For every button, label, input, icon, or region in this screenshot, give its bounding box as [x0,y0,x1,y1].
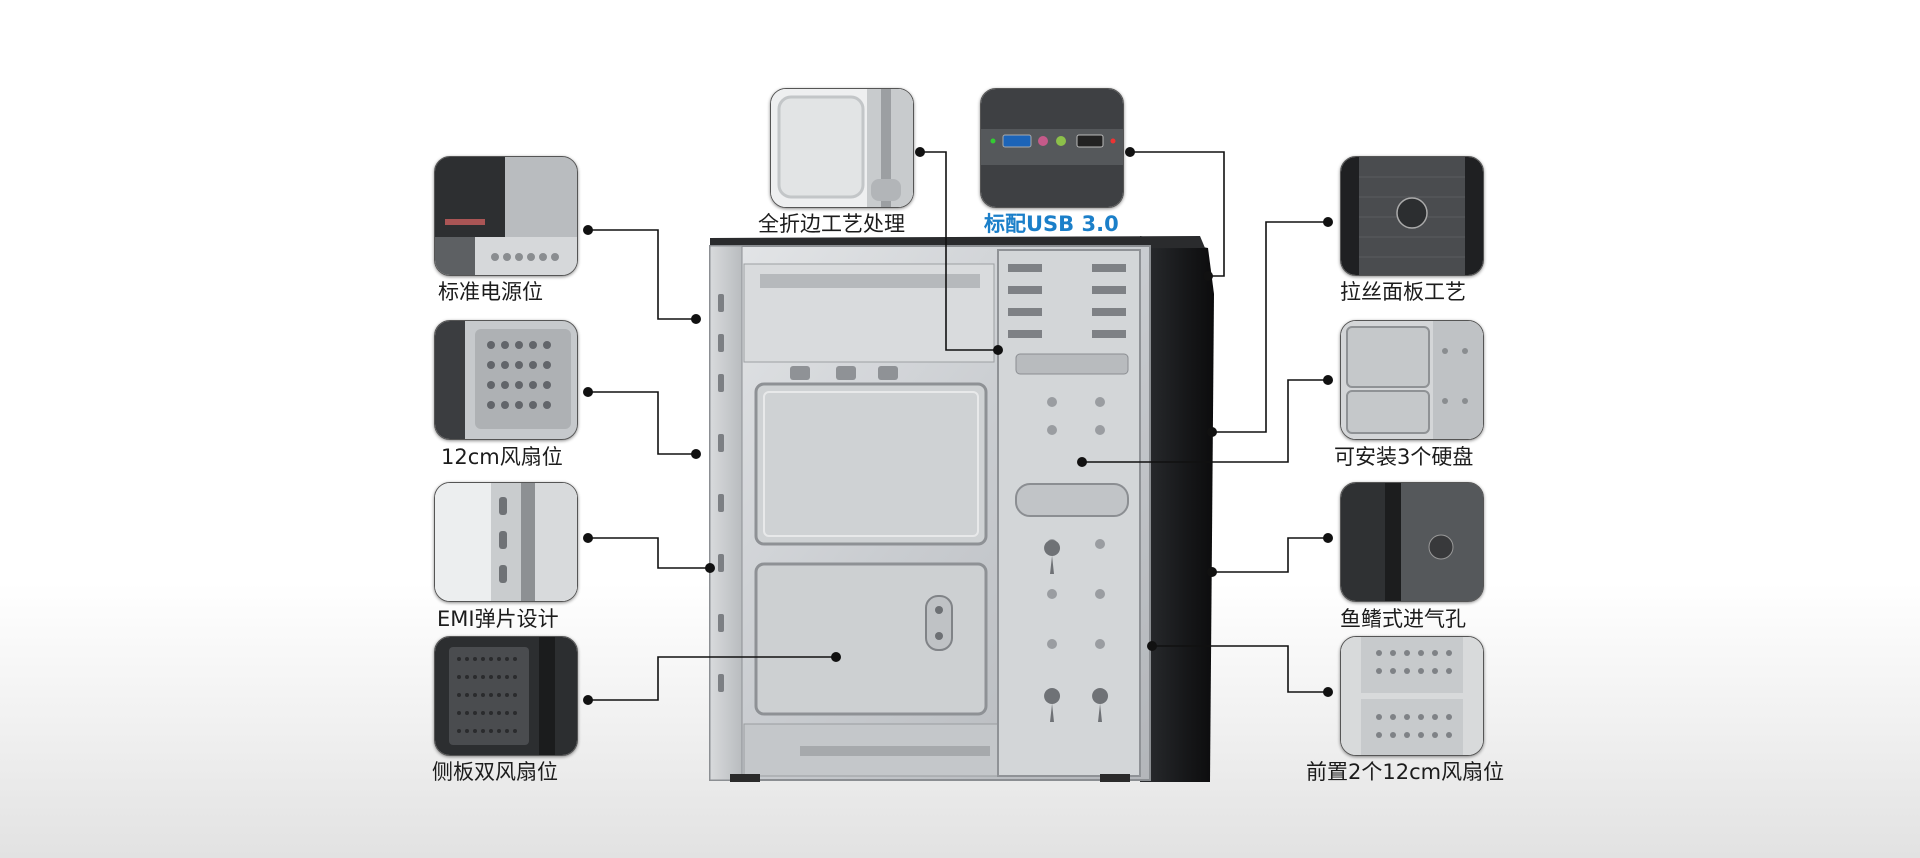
caption-full-fold-edge: 全折边工艺处理 [758,212,905,236]
leader-fan12 [588,391,696,455]
caption-front-dual-fan: 前置2个12cm风扇位 [1306,760,1505,784]
leader-psu [588,229,696,320]
front-dual-fan-photo [1340,636,1484,756]
leader-emi [588,537,710,569]
leader-louver [1212,537,1328,573]
caption-usb3: 标配USB 3.0 [984,212,1119,236]
full-fold-edge-photo [770,88,914,208]
computer-case-image [700,234,1215,782]
side-dual-fan-photo [434,636,578,756]
brushed-panel-photo [1340,156,1484,276]
caption-emi-spring: EMI弹片设计 [437,607,559,631]
leader-brushed [1212,221,1328,433]
caption-fan-12cm: 12cm风扇位 [441,445,563,469]
emi-spring-photo [434,482,578,602]
caption-psu-position: 标准电源位 [438,280,543,304]
three-hdd-photo [1340,320,1484,440]
fan-12cm-photo [434,320,578,440]
usb3-front-io-photo [980,88,1124,208]
louver-vent-photo [1340,482,1484,602]
caption-louver-vent: 鱼鳍式进气孔 [1340,607,1466,631]
caption-side-dual-fan: 侧板双风扇位 [432,760,558,784]
caption-brushed-panel: 拉丝面板工艺 [1340,280,1466,304]
psu-position-photo [434,156,578,276]
caption-three-hdd: 可安装3个硬盘 [1334,445,1474,469]
